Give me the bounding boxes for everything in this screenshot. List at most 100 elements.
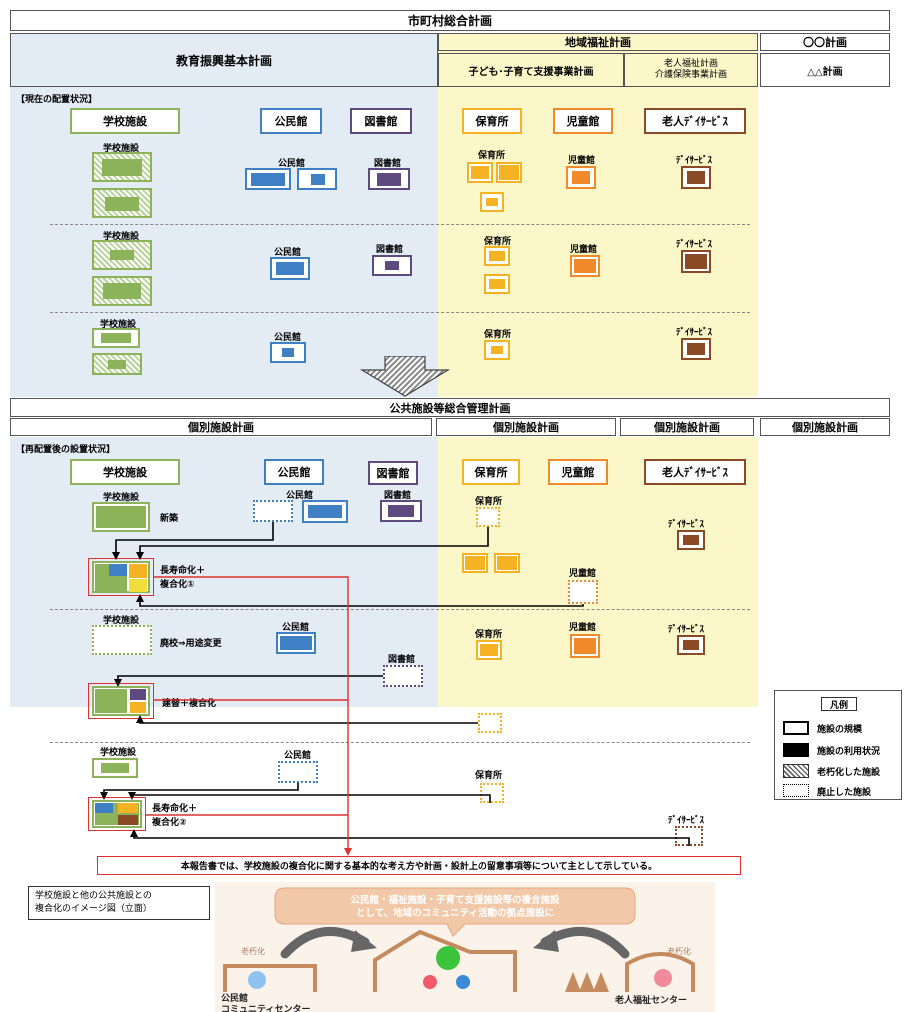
c3-hoikusho-usage <box>491 346 503 354</box>
speech-bubble <box>274 887 636 937</box>
legend-aging-label: 老朽化した施設 <box>817 768 881 778</box>
c2-kominkan-label: 公民館 <box>274 248 302 258</box>
complex-facility-illustration: 公民館・福祉施設・子育て支援施設等の複合施設 として、地域のコミュニティ活動の拠… <box>215 882 715 1012</box>
center-user-blue <box>456 975 470 989</box>
c2-library-usage <box>385 261 399 270</box>
c2-school-label: 学校施設 <box>103 232 140 242</box>
individual-plan-4: 個別施設計画 <box>760 418 890 436</box>
a1-dayservice-usage <box>683 535 699 545</box>
c3-dayservice-facility <box>681 338 711 360</box>
link-library-combo2 <box>114 675 383 687</box>
a2-combo-hoikusho-usage <box>130 702 146 713</box>
current-header-jidokan: 児童館 <box>553 108 613 134</box>
a1-hoikusho-label: 保育所 <box>475 497 503 507</box>
after-header-school: 学校施設 <box>70 459 180 485</box>
c1-school-usage-b <box>105 197 139 211</box>
a1-combo-hoikusho-usage <box>129 564 147 578</box>
c1-hoikusho-label: 保育所 <box>478 151 506 161</box>
c1-kominkan-label: 公民館 <box>278 159 306 169</box>
a3-combo-frame <box>88 797 146 831</box>
legend-scale-label: 施設の規模 <box>817 725 863 735</box>
c2-hoikusho-usage-b <box>489 279 505 289</box>
a3-combo-kominkan-usage <box>95 803 113 813</box>
center-building <box>373 929 517 992</box>
c1-dayservice-usage <box>687 171 705 184</box>
after-header-kominkan: 公民館 <box>264 459 324 485</box>
c2-school-usage-b <box>103 283 141 299</box>
a3-school-usage <box>101 763 129 773</box>
c1-school-facility-a <box>92 152 152 182</box>
c1-hoikusho-facility-c <box>480 192 504 212</box>
a2-combo-school-usage <box>95 689 127 713</box>
aging-left-label: 老朽化 <box>241 946 265 956</box>
a1-library-usage <box>388 505 414 517</box>
a2-kominkan-usage <box>280 636 312 650</box>
individual-plan-3: 個別施設計画 <box>620 418 754 436</box>
a2-dayservice-label: ﾃﾞｲｻｰﾋﾞｽ <box>668 625 705 635</box>
oo-plan-box: 〇〇計画 <box>760 33 890 51</box>
a2-combo-label: 建替＋複合化 <box>162 699 217 709</box>
c3-hoikusho-facility <box>484 340 510 360</box>
c2-school-usage-a <box>110 250 134 260</box>
a1-school-new-facility <box>92 502 150 532</box>
report-note-text: 本報告書では、学校施設の複合化に関する基本的な考え方や計画・設計上の留意事項等に… <box>180 862 658 872</box>
c2-hoikusho-label: 保育所 <box>484 237 512 247</box>
a1-combo-frame <box>88 558 154 596</box>
bubble-text-1: 公民館・福祉施設・子育て支援施設等の複合施設 <box>350 894 560 906</box>
a2-conversion-label: 廃校⇒用途変更 <box>160 639 222 649</box>
a1-hoikusho-facility-b <box>494 553 520 573</box>
municipal-plan-title: 市町村総合計画 <box>10 10 890 31</box>
link-kominkan-combo1 <box>112 522 274 560</box>
a3-kominkan-label: 公民館 <box>284 751 312 761</box>
current-header-kominkan: 公民館 <box>260 108 322 134</box>
c3-dayservice-label: ﾃﾞｲｻｰﾋﾞｽ <box>676 328 713 338</box>
a3-combo-building <box>92 800 142 828</box>
c1-kominkan-usage-a <box>251 173 285 186</box>
legend-usage-label: 施設の利用状況 <box>817 747 881 757</box>
legend-abolished-label: 廃止した施設 <box>817 788 872 798</box>
current-row-divider-2 <box>50 312 750 313</box>
link-hoikusho-combo3 <box>128 792 491 803</box>
c2-school-facility-a <box>92 240 152 270</box>
right-building-user <box>654 969 672 987</box>
left-building-label-2: コミュニティセンター <box>221 1003 310 1012</box>
legend-usage-swatch <box>783 743 809 757</box>
image-caption-line2: 複合化のイメージ図（立面） <box>35 904 152 914</box>
image-caption-box: 学校施設と他の公共施設との 複合化のイメージ図（立面） <box>28 886 210 920</box>
c2-school-facility-b <box>92 276 152 306</box>
c1-kominkan-facility-b <box>297 168 337 190</box>
left-building <box>223 964 317 992</box>
right-building <box>625 952 695 992</box>
c3-kominkan-label: 公民館 <box>274 333 302 343</box>
welfare-area-bg <box>438 33 758 397</box>
a1-jidokan-abolished <box>568 580 598 604</box>
a1-kominkan-abolished <box>253 500 293 522</box>
individual-plan-2: 個別施設計画 <box>436 418 616 436</box>
c3-hoikusho-label: 保育所 <box>484 330 512 340</box>
c3-school-usage-b <box>108 360 126 369</box>
c1-dayservice-label: ﾃﾞｲｻｰﾋﾞｽ <box>676 156 713 166</box>
image-caption-line1: 学校施設と他の公共施設との <box>35 891 152 901</box>
transition-arrow <box>360 356 450 397</box>
a1-combo-building <box>92 561 150 593</box>
a1-dayservice-facility <box>677 530 705 550</box>
a1-combo-kominkan-usage <box>109 564 127 576</box>
education-area-bg <box>10 33 438 397</box>
c3-school-label: 学校施設 <box>100 320 137 330</box>
c2-hoikusho-usage-a <box>489 251 505 261</box>
center-user-green <box>436 946 460 970</box>
c3-school-usage-a <box>101 333 131 343</box>
a2-hoikusho-facility <box>476 640 502 660</box>
a2-dayservice-facility <box>677 635 705 655</box>
c2-dayservice-usage <box>685 254 707 269</box>
elderly-plan-box: 老人福祉計画 介護保険事業計画 <box>624 53 758 87</box>
elderly-plan-line1: 老人福祉計画 <box>663 59 718 69</box>
a3-combo-hoikusho-usage <box>118 803 138 813</box>
a2-hoikusho-abolished <box>478 713 502 733</box>
c1-library-facility <box>368 168 410 190</box>
link-kominkan-combo3 <box>100 783 299 800</box>
a1-hoikusho-abolished <box>476 507 500 527</box>
c1-school-label: 学校施設 <box>103 144 140 154</box>
a2-kominkan-label: 公民館 <box>282 623 310 633</box>
current-header-hoikusho: 保育所 <box>462 108 522 134</box>
